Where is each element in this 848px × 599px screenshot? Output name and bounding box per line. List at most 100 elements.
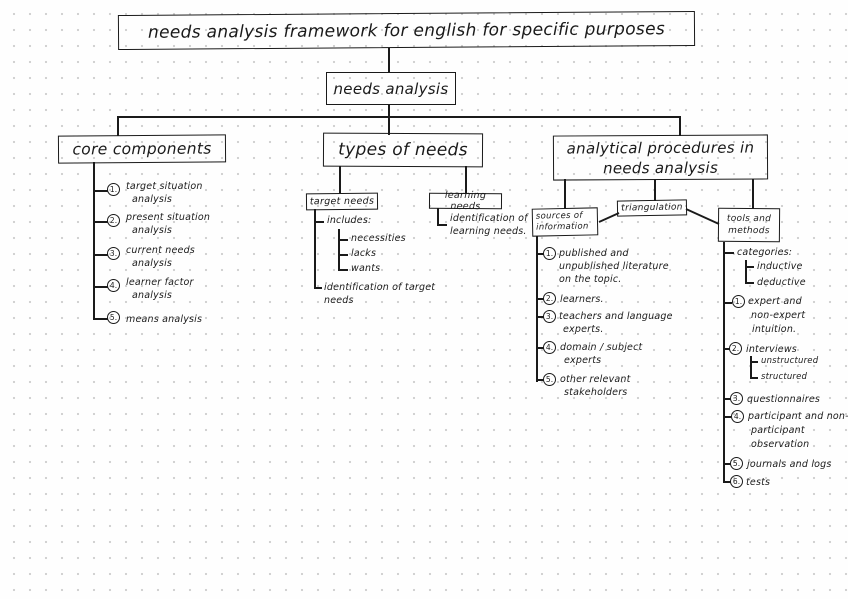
tools-tick-5 [723,463,731,465]
root-node-label: needs analysis [333,79,449,98]
learning-needs-box: learning needs [428,190,503,212]
tools-interviews-sub-spine [750,356,752,379]
tools-item-4: participant and non- participant observa… [748,411,848,450]
tools-item-2: interviews [746,344,797,355]
core-item-2: present situation analysis [126,212,211,236]
sources-spine [536,236,538,382]
tools-and-methods-box: tools and methods [717,207,781,243]
tools-item-6-number: 6. [730,475,743,488]
core-components-box: core components [57,134,227,164]
sources-item-3-number: 3. [543,310,556,323]
tools-item-3: questionnaires [747,394,821,405]
learning-identification-note: identification of learning needs. [450,213,528,237]
connector-drop-target-needs [339,166,341,194]
target-tick-necessities [338,239,348,241]
tools-interview-type-2: structured [761,372,808,382]
tools-item-1: expert and non-expert intuition. [748,296,806,335]
connector-drop-sources [564,179,566,209]
core-item-5: means analysis [126,314,203,325]
core-spine [93,162,95,319]
target-tick-includes [314,221,324,223]
core-item-5-number: 5. [107,311,120,324]
connector-drop-core [117,116,119,136]
learning-spine [437,208,439,225]
sources-label-line2: information [536,221,589,233]
sources-tick-3 [536,316,544,318]
core-item-3-number: 3. [107,247,120,260]
sources-tick-4 [536,347,544,349]
sources-tick-2 [536,298,544,300]
sources-item-2-number: 2. [543,292,556,305]
connector-root-down [388,104,390,117]
target-identification-note: identification of target needs [324,282,436,306]
sources-item-4-number: 4. [543,341,556,354]
tools-category-2: deductive [757,277,806,288]
tools-categories-label: categories: [737,247,793,258]
target-tick-identification [314,287,322,289]
connector-bus [117,116,681,118]
analytical-label-line2: needs analysis [602,158,719,177]
tools-tick-categories [723,252,734,254]
tools-item-5: journals and logs [747,459,832,470]
sources-of-information-box: sources of information [531,207,599,237]
tools-item-5-number: 5. [730,457,743,470]
title-box: needs analysis framework for english for… [117,10,696,51]
analytical-label-line1: analytical procedures in [566,138,755,157]
analytical-procedures-box: analytical procedures in needs analysis [552,134,769,181]
tools-item-4-number: 4. [731,410,744,423]
target-includes-label: includes: [327,215,372,226]
tools-categories-sub-spine [745,260,747,284]
triangulation-box: triangulation [616,199,688,217]
learning-tick [437,224,447,226]
sources-tick-1 [536,253,544,255]
connector-drop-types [388,116,390,135]
tools-tick-2 [723,348,730,350]
target-spine [314,209,316,289]
core-item-1-number: 1. [107,183,120,196]
tools-item-6: tests [746,477,771,488]
core-tick-5 [93,318,108,320]
tools-tick-structured [750,377,758,379]
tools-label-line2: methods [728,225,770,237]
tools-tick-deductive [745,282,754,284]
sources-item-4: domain / subject experts [560,342,643,366]
tools-tick-3 [723,398,731,400]
sources-tick-5 [536,379,544,381]
tools-interview-type-1: unstructured [761,356,819,366]
connector-title-root [388,48,390,73]
core-components-label: core components [72,139,212,159]
core-item-1: target situation analysis [126,181,203,205]
tools-item-1-number: 1. [732,295,745,308]
connector-drop-analytical [679,116,681,136]
connector-drop-learning-needs [465,166,467,193]
sources-item-5-number: 5. [543,373,556,386]
tools-label-line1: tools and [726,213,772,225]
root-node-box: needs analysis [326,72,456,105]
tools-tick-inductive [745,266,754,268]
core-item-4-number: 4. [107,279,120,292]
target-tick-lacks [338,254,348,256]
target-tick-wants [338,269,348,271]
tools-spine [723,242,725,483]
diagram-title: needs analysis framework for english for… [147,18,666,43]
tools-item-2-number: 2. [729,342,742,355]
connector-drop-triangulation [654,179,656,201]
triangulation-label: triangulation [621,202,683,214]
tools-tick-4 [723,416,731,418]
sources-item-3: teachers and language experts. [559,311,673,335]
target-sub-spine [338,229,340,270]
connector-drop-tools [752,179,754,209]
sources-item-5: other relevant stakeholders [560,374,631,398]
target-includes-item-2: lacks [351,248,377,259]
tools-item-3-number: 3. [730,392,743,405]
tools-tick-1 [723,302,732,304]
core-item-4: learner factor analysis [126,277,194,301]
core-tick-1 [93,190,108,192]
tools-tick-unstructured [750,361,758,363]
sources-item-1: published and unpublished literature on … [559,248,669,285]
tools-tick-6 [723,481,731,483]
types-of-needs-box: types of needs [322,132,484,168]
target-includes-item-3: wants [351,263,381,274]
types-of-needs-label: types of needs [338,139,468,161]
